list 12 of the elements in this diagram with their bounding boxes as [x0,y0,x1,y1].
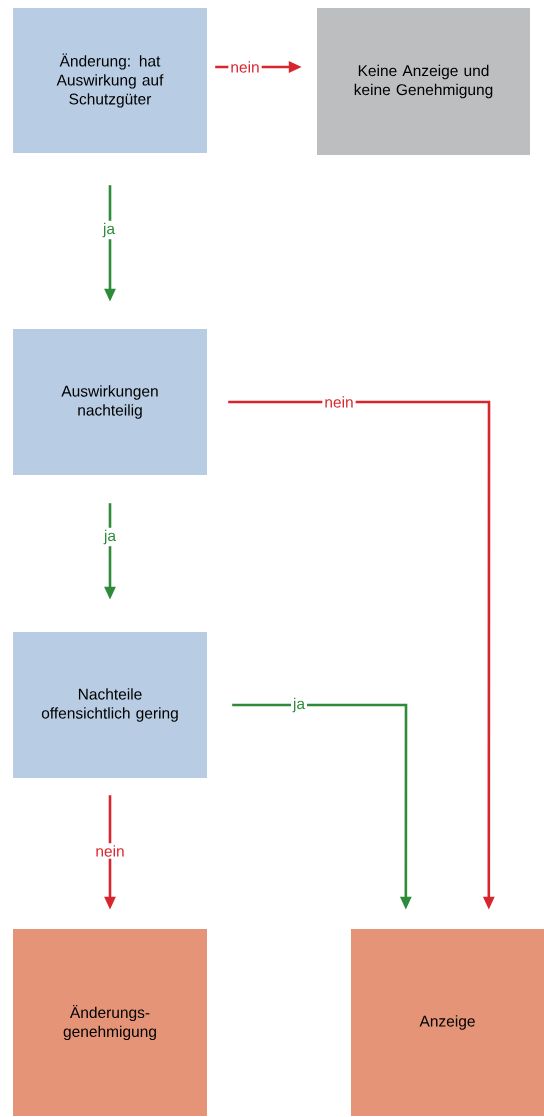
edge-label: nein [322,394,356,410]
process-box: Anzeige [351,929,544,1116]
edge-label: ja [100,220,118,240]
edge-label: ja [290,695,308,715]
edge-label: nein [228,59,262,75]
edge-label: nein [93,843,127,859]
process-box: Änderung: hat Auswirkung auf Schutzgüter [13,8,207,153]
edge-label: ja [101,527,119,547]
process-box: Änderungs- genehmigung [13,929,207,1116]
process-box: Nachteile offensichtlich gering [13,632,207,778]
process-box: Keine Anzeige und keine Genehmigung [317,8,530,155]
process-box: Auswirkungen nachteilig [13,329,207,475]
